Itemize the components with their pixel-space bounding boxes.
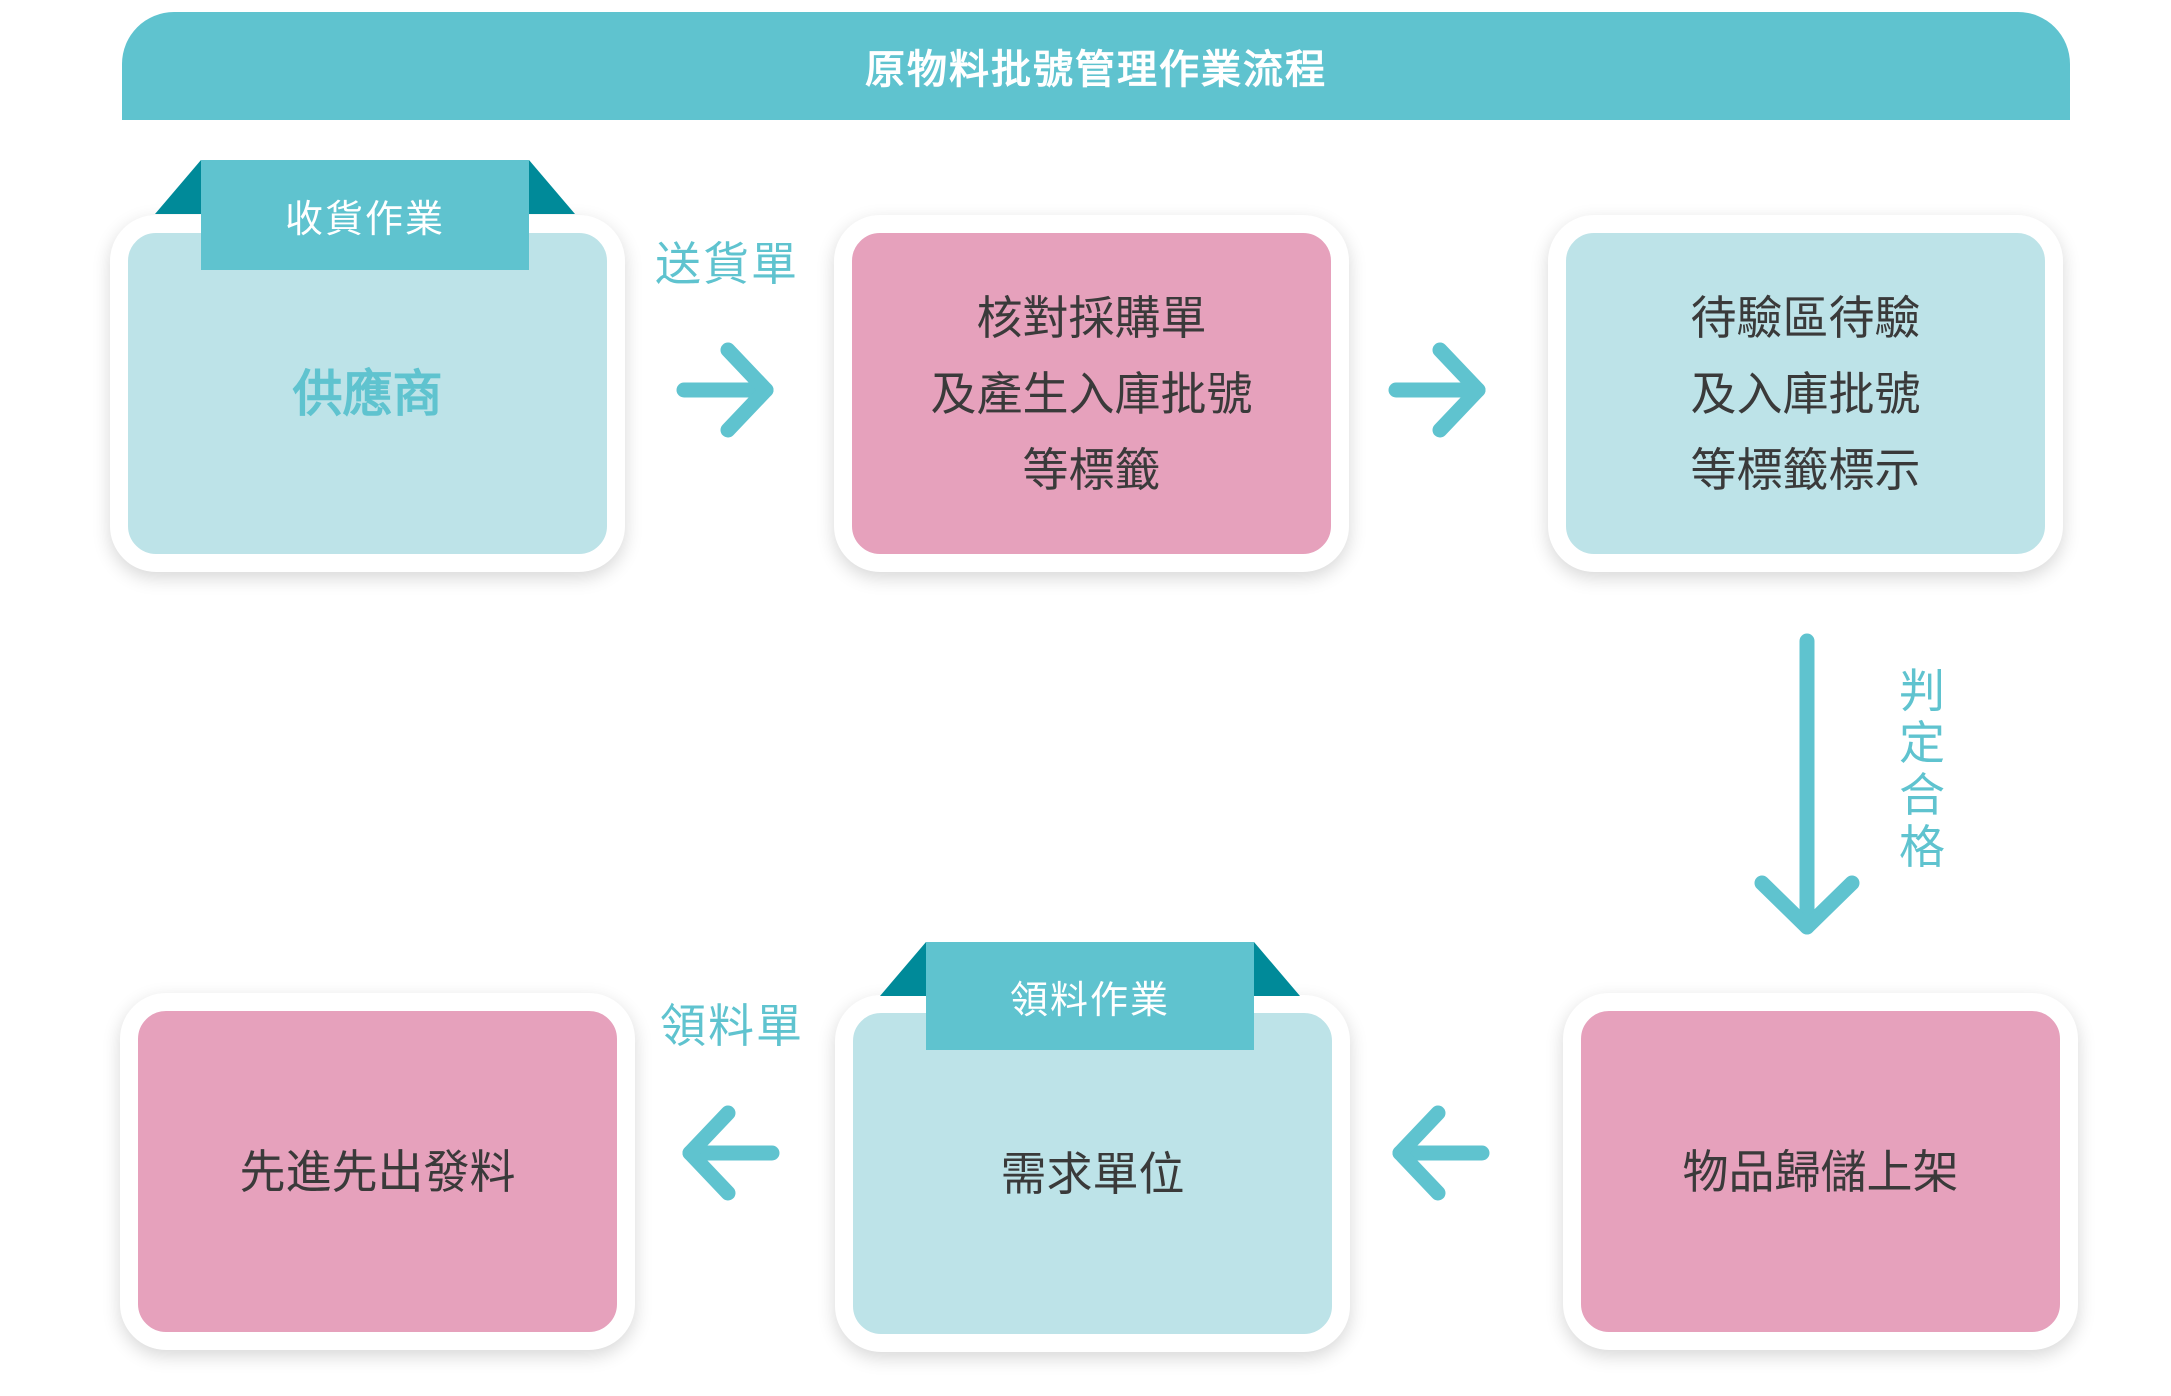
inspection-line-2: 及入庫批號 (1690, 366, 1921, 421)
left-arrow-icon (682, 1105, 780, 1201)
storage-box: 物品歸儲上架 (1563, 993, 2078, 1350)
left-arrow-icon (1392, 1105, 1490, 1201)
storage-text: 物品歸儲上架 (1682, 1144, 1959, 1199)
requisition-tab-label: 領料作業 (926, 942, 1254, 1050)
page-title: 原物料批號管理作業流程 (865, 47, 1327, 93)
verify-po-line-1: 核對採購單 (976, 290, 1207, 345)
supplier-box: 供應商 (110, 215, 625, 572)
right-arrow-icon (1388, 342, 1486, 438)
receiving-tab-label: 收貨作業 (201, 160, 529, 270)
inspection-box: 待驗區待驗 及入庫批號 等標籤標示 (1548, 215, 2063, 572)
down-arrow-icon (1754, 633, 1860, 935)
fifo-issue-text: 先進先出發料 (239, 1144, 516, 1199)
supplier-text: 供應商 (292, 364, 443, 423)
requisition-note-label: 領料單 (660, 999, 804, 1053)
demand-unit-box: 需求單位 (835, 995, 1350, 1352)
verify-po-box: 核對採購單 及產生入庫批號 等標籤 (834, 215, 1349, 572)
fifo-issue-box: 先進先出發料 (120, 993, 635, 1350)
inspection-line-1: 待驗區待驗 (1690, 290, 1921, 345)
right-arrow-icon (676, 342, 774, 438)
inspection-line-3: 等標籤標示 (1690, 442, 1921, 497)
verify-po-line-3: 等標籤 (1022, 442, 1161, 497)
delivery-note-label: 送貨單 (655, 237, 799, 291)
receiving-tab: 收貨作業 (155, 160, 575, 270)
inspection-pass-label: 判 定 合 格 (1899, 664, 1945, 874)
requisition-tab: 領料作業 (880, 942, 1300, 1050)
verify-po-line-2: 及產生入庫批號 (930, 366, 1253, 421)
title-bar: 原物料批號管理作業流程 (122, 12, 2070, 120)
demand-unit-text: 需求單位 (1000, 1146, 1185, 1201)
